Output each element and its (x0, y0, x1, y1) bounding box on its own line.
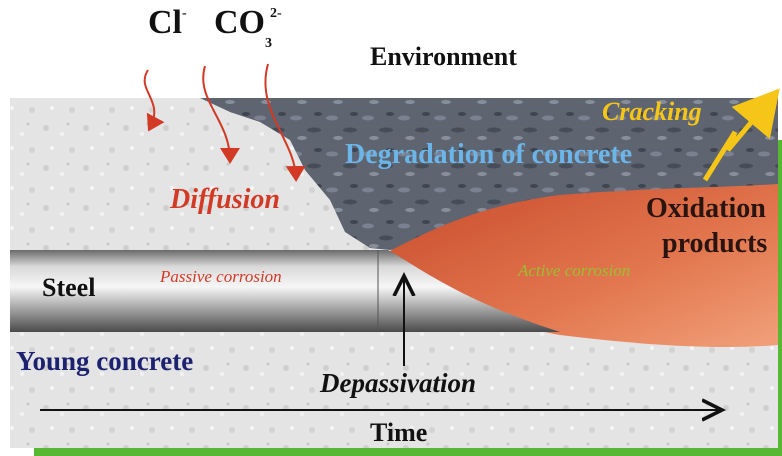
cracking-label: Cracking (602, 97, 702, 126)
oxidation-label-line1: Oxidation (646, 193, 766, 224)
steel-label: Steel (42, 273, 95, 302)
oxidation-label-line2: products (662, 228, 767, 259)
chloride-ion-label: Cl- (148, 6, 187, 40)
bottom-green-bar (34, 448, 782, 456)
diffusion-arrow-3 (264, 63, 306, 182)
chloride-charge: - (182, 5, 187, 21)
right-green-bar (776, 140, 782, 456)
diffusion-arrow-2 (202, 65, 240, 164)
cracking-arrow (702, 88, 780, 182)
degradation-label: Degradation of concrete (345, 139, 632, 170)
active-corrosion-label: Active corrosion (517, 261, 630, 280)
diffusion-label: Diffusion (169, 184, 280, 215)
carbonate-ion-label: CO3 2- (214, 4, 282, 51)
passive-corrosion-label: Passive corrosion (159, 267, 282, 286)
steel-bar (10, 250, 560, 332)
carbonate-symbol: CO (214, 4, 265, 41)
carbonate-charge: 2- (270, 5, 282, 21)
diffusion-arrow-1 (143, 69, 165, 132)
environment-label: Environment (370, 42, 517, 71)
depassivation-label: Depassivation (319, 368, 476, 398)
young-concrete-label: Young concrete (16, 346, 193, 376)
chloride-symbol: Cl (148, 4, 182, 41)
time-label: Time (370, 418, 427, 447)
carbonate-subscript: 3 (265, 35, 272, 51)
